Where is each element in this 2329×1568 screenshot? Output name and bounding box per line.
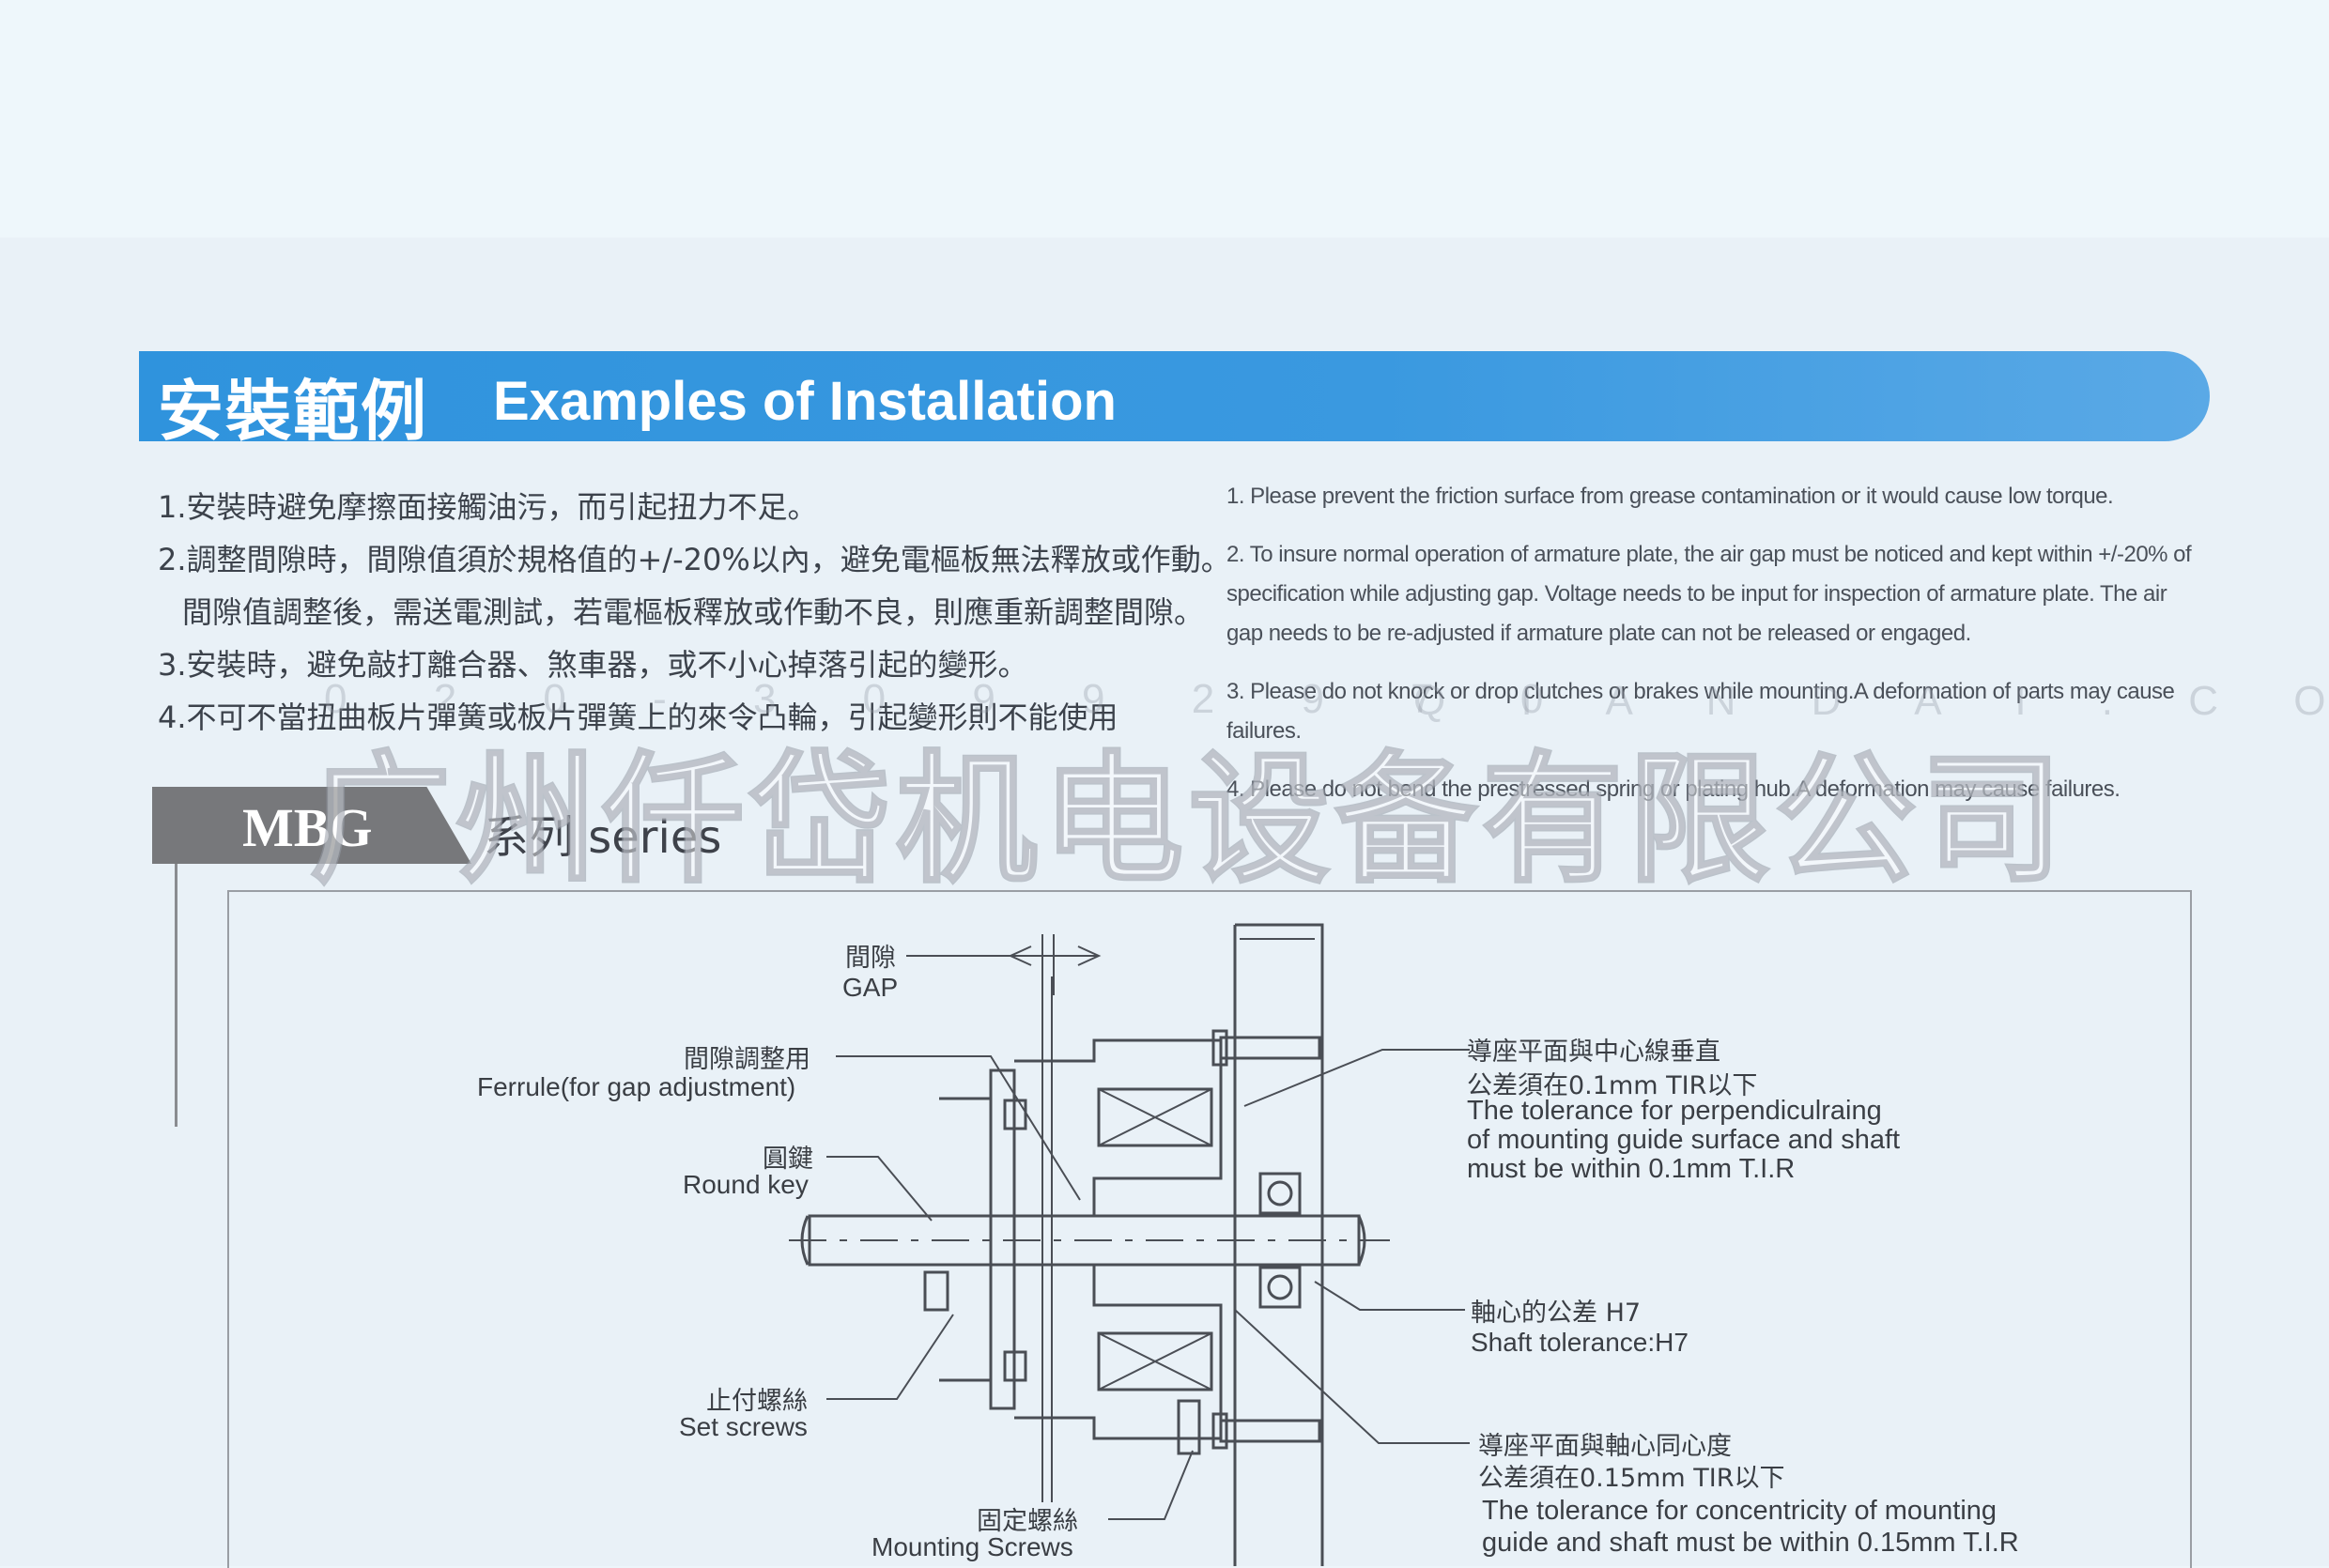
diagram-frame xyxy=(227,890,2192,1568)
note-zh-3: 3.安裝時，避免敲打離合器、煞車器，或不小心掉落引起的變形。 xyxy=(158,647,1028,683)
perpendicularity-label-zh-2: 公差須在0.1mm TIR以下 xyxy=(1467,1071,1758,1100)
concentricity-label-zh-2: 公差須在0.15mm TIR以下 xyxy=(1478,1464,1785,1493)
perpendicularity-label-en-2: of mounting guide surface and shaft xyxy=(1467,1125,1901,1155)
ferrule-label-en: Ferrule(for gap adjustment) xyxy=(477,1072,796,1101)
watermark-phone: 0 2 0 - 3 0 9 9 2 9 7 0 xyxy=(324,676,1581,722)
notes-zh: 1.安裝時避免摩擦面接觸油污，而引起扭力不足。 2.調整間隙時，間隙值須於規格值… xyxy=(158,481,1231,744)
note-zh-4: 4.不可不當扭曲板片彈簧或板片彈簧上的來令凸輪，引起變形則不能使用 xyxy=(158,699,1118,735)
key-label-en: Round key xyxy=(683,1170,809,1199)
perpendicularity-label-en-1: The tolerance for perpendiculraing xyxy=(1467,1096,1882,1126)
notes-en: 1. Please prevent the friction surface f… xyxy=(1226,477,2203,828)
note-zh-1: 1.安裝時避免摩擦面接觸油污，而引起扭力不足。 xyxy=(158,489,818,525)
watermark-site: Q I A N D A I . C O M xyxy=(1413,678,2329,724)
shaft-tolerance-label-zh: 軸心的公差 H7 xyxy=(1471,1299,1642,1328)
mounting-screw-label-en: Mounting Screws xyxy=(871,1532,1073,1561)
ferrule-label-zh: 間隙調整用 xyxy=(684,1045,810,1074)
housing-lower xyxy=(1014,1265,1223,1440)
series-label: 系列 series xyxy=(484,811,722,864)
coil-upper xyxy=(1097,1087,1213,1147)
perpendicularity-label-en-3: must be within 0.1mm T.I.R xyxy=(1467,1154,1796,1184)
housing-upper xyxy=(1014,1038,1223,1216)
coil-lower xyxy=(1097,1331,1213,1391)
note-en-2: 2. To insure normal operation of armatur… xyxy=(1226,542,2192,646)
mounting-screw-label-zh: 固定螺絲 xyxy=(977,1507,1078,1536)
note-en-3: 3. Please do not knock or drop clutches … xyxy=(1226,679,2175,744)
setscrew-label-en: Set screws xyxy=(679,1412,808,1441)
note-zh-2: 2.調整間隙時，間隙值須於規格值的+/-20%以內，避免電樞板無法釋放或作動。 xyxy=(158,542,1231,577)
series-tab xyxy=(152,787,471,864)
banner-title-en: Examples of Installation xyxy=(493,371,1117,432)
setscrew-label-zh: 止付螺絲 xyxy=(706,1387,808,1416)
concentricity-label-en-2: guide and shaft must be within 0.15mm T.… xyxy=(1482,1528,2019,1558)
section-banner xyxy=(139,351,2210,441)
series-rule xyxy=(175,864,177,1127)
concentricity-label-en-1: The tolerance for concentricity of mount… xyxy=(1482,1496,1997,1526)
mounting-wall xyxy=(1233,923,1324,1566)
gap-label-en: GAP xyxy=(842,973,899,1002)
watermark-company: 广州仟岱机电设备有限公司 xyxy=(308,738,2069,904)
concentricity-label-zh-1: 導座平面與軸心同心度 xyxy=(1478,1432,1732,1461)
gap-label-zh: 間隙 xyxy=(845,944,896,973)
perpendicularity-label-zh-1: 導座平面與中心線垂直 xyxy=(1467,1038,1720,1067)
banner-title-zh: 安裝範例 xyxy=(158,373,428,450)
page-background xyxy=(0,238,2329,1566)
note-zh-2-cont: 間隙值調整後，需送電測試，若電樞板釋放或作動不良，則應重新調整間隙。 xyxy=(182,594,1205,630)
series-code: MBG xyxy=(242,797,373,858)
note-en-1: 1. Please prevent the friction surface f… xyxy=(1226,484,2114,509)
key-label-zh: 圓鍵 xyxy=(763,1145,813,1174)
top-band xyxy=(0,0,2329,238)
shaft-tolerance-label-en: Shaft tolerance:H7 xyxy=(1471,1328,1689,1357)
note-en-4: 4. Please do not bend the prestressed sp… xyxy=(1226,776,2121,802)
